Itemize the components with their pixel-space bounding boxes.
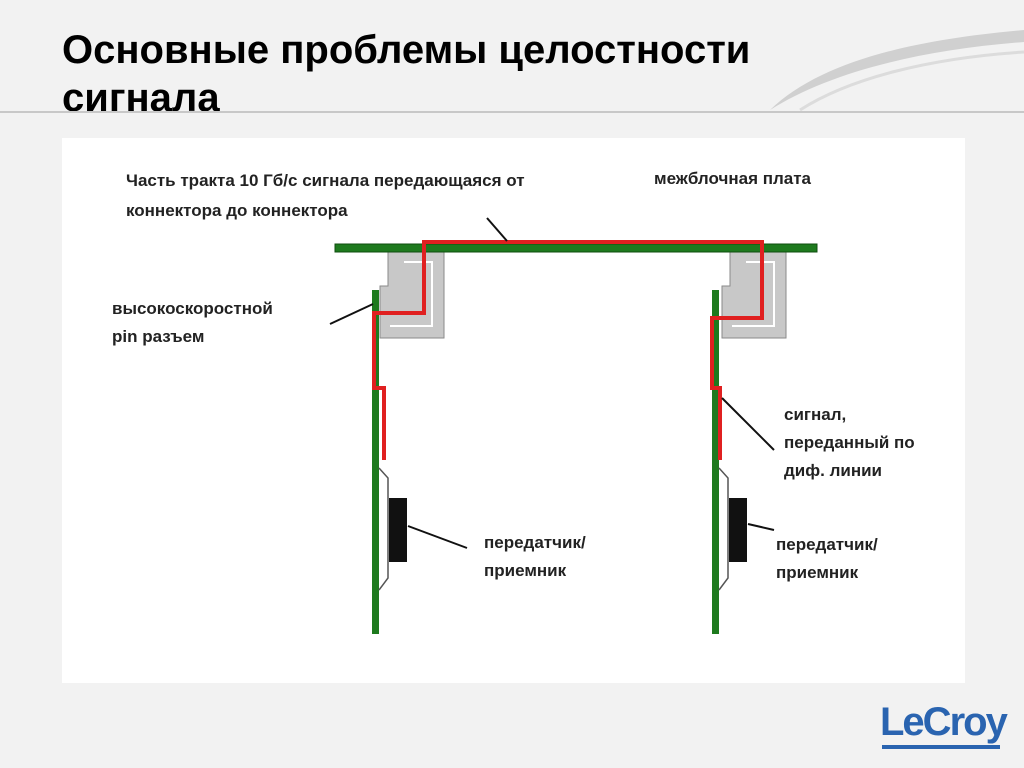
connector-label-line1: высокоскоростной [112, 299, 273, 318]
right-connector [721, 249, 787, 339]
backplane-board [334, 243, 818, 253]
left-daughter-card [372, 290, 379, 634]
diagram-panel [62, 138, 965, 683]
title-divider [0, 111, 1024, 113]
slide-title: Основные проблемы целостности сигнала [62, 26, 862, 122]
path-label-line1: Часть тракта 10 Гб/с сигнала передающаяс… [126, 171, 525, 190]
slide-title-line2: сигнала [62, 76, 220, 120]
path-label-line2: коннектора до коннектора [126, 201, 348, 220]
right-trx-leader-line [747, 523, 775, 531]
signal-leader-line [721, 397, 775, 451]
right-trx-label-line2: приемник [776, 563, 859, 582]
signal-path [372, 240, 764, 460]
connector-leader-line [329, 303, 374, 325]
slide-title-line1: Основные проблемы целостности [62, 28, 751, 72]
right-chip-trace [718, 467, 729, 591]
connector-label-line2: pin разъем [112, 327, 205, 346]
backplane-diagram: Часть тракта 10 Гб/с сигнала передающаяс… [112, 169, 915, 634]
path-leader-line [486, 217, 508, 242]
decorative-swoosh [770, 30, 1024, 112]
left-trx-label-line2: приемник [484, 561, 567, 580]
lecroy-logo-underline [882, 745, 1000, 749]
right-trx-label-line1: передатчик/ [776, 535, 878, 554]
left-trx-label-line1: передатчик/ [484, 533, 586, 552]
backplane-label: межблочная плата [654, 169, 812, 188]
signal-label-line2: переданный по [784, 433, 915, 452]
signal-label-line1: сигнал, [784, 405, 846, 424]
left-trx-leader-line [407, 525, 468, 549]
right-transceiver-chip [729, 498, 747, 562]
lecroy-logo: LeCroy [880, 700, 1008, 744]
left-chip-trace [378, 467, 389, 591]
right-daughter-card [712, 290, 719, 634]
left-transceiver-chip [389, 498, 407, 562]
signal-label-line3: диф. линии [784, 461, 882, 480]
left-connector [379, 249, 445, 339]
